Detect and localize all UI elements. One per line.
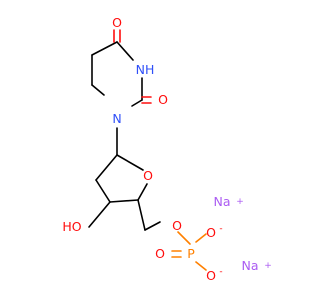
atom-o-phosphate-bottom: O — [206, 268, 216, 283]
sodium-ion-2-charge: + — [264, 261, 272, 271]
bond-c1p-c2p — [95, 154, 118, 181]
bond-c6-n1 — [91, 84, 105, 96]
molecule-structure: O NH O N O HO O P O O - O - Na + Na + — [62, 15, 272, 283]
bond-p-o-top — [195, 233, 207, 243]
bond-c4-n3 — [116, 41, 134, 61]
sodium-ion-1-symbol: Na — [213, 194, 230, 209]
charge-o-phosphate-top: - — [219, 224, 222, 234]
bond-c2p-c3p — [95, 179, 111, 203]
bond-p-o-bottom — [195, 261, 207, 271]
atom-phosphorus: P — [187, 246, 195, 261]
atom-hydroxyl: HO — [62, 219, 81, 234]
atom-o-carbonyl-top: O — [112, 15, 122, 30]
bond-c3p-c4p — [109, 199, 139, 203]
atom-o-oxo: O — [155, 246, 165, 261]
atom-o-phosphate-top: O — [206, 225, 216, 240]
atom-o-ring: O — [143, 168, 153, 183]
bond-c4p-c5p — [137, 199, 146, 231]
bond-o-p — [177, 231, 191, 245]
bond-c4p-o — [137, 183, 148, 201]
bond-c2-c — [131, 99, 143, 107]
bond-o-c1p — [116, 154, 144, 171]
bond-c4-c5 — [91, 41, 118, 56]
sodium-ion-1-charge: + — [236, 197, 244, 207]
atom-n-ring: N — [112, 111, 121, 126]
bond-c3p-oh — [88, 201, 111, 228]
atom-nh: NH — [136, 62, 155, 77]
charge-o-phosphate-bottom: - — [219, 267, 222, 277]
atom-o-carbonyl-right: O — [158, 92, 168, 107]
sodium-ion-2-symbol: Na — [241, 258, 258, 273]
atom-o-ester: O — [172, 218, 182, 233]
bond-c5p-o — [144, 221, 161, 231]
